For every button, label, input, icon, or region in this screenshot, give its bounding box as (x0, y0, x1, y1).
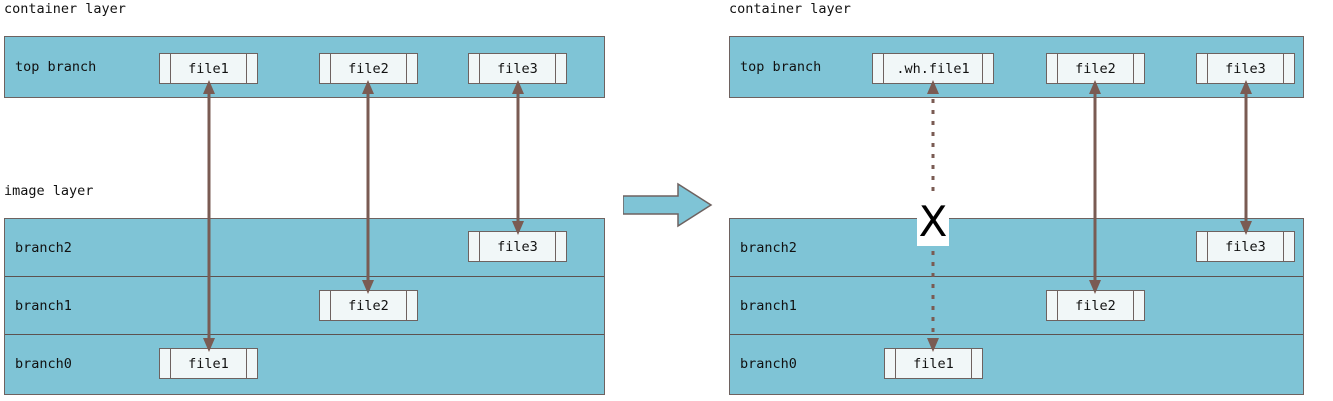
file-box-left-edge (1197, 232, 1208, 261)
file-box-label: file2 (1075, 297, 1116, 314)
file-box-right-edge (406, 54, 417, 83)
left-container-file-file1[interactable]: file1 (159, 53, 258, 84)
file-box-left-edge (885, 349, 896, 378)
file-box-right-edge (982, 54, 993, 83)
file-box-right-edge (555, 54, 566, 83)
right-branch1-row: branch1 (730, 277, 1303, 335)
file-box-left-edge (1047, 291, 1058, 320)
left-branch0-row: branch0 (5, 335, 604, 393)
left-image-layer-caption: image layer (4, 183, 94, 199)
whiteout-x-marker: X (917, 196, 949, 246)
file-box-label: file3 (497, 60, 538, 77)
file-box-left-edge (160, 54, 171, 83)
file-box-label: file3 (1225, 238, 1266, 255)
file-box-left-edge (320, 54, 331, 83)
right-container-file-file3[interactable]: file3 (1196, 53, 1295, 84)
transition-arrow (623, 182, 713, 228)
file-box-label: file1 (188, 355, 229, 372)
file-box-label: .wh.file1 (896, 60, 970, 77)
file-box-left-edge (320, 291, 331, 320)
left-branch0-file-file1[interactable]: file1 (159, 348, 258, 379)
left-branch1-file-file2[interactable]: file2 (319, 290, 418, 321)
file-box-left-edge (469, 232, 480, 261)
file-box-label: file2 (348, 60, 389, 77)
file-box-right-edge (1133, 54, 1144, 83)
right-container-file-wh-file1[interactable]: .wh.file1 (872, 53, 994, 84)
right-branch2-label: branch2 (740, 239, 797, 256)
right-container-file-file2[interactable]: file2 (1046, 53, 1145, 84)
file-box-left-edge (1047, 54, 1058, 83)
left-top-branch-label: top branch (15, 58, 97, 75)
left-branch2-file-file3[interactable]: file3 (468, 231, 567, 262)
left-branch0-label: branch0 (15, 356, 72, 372)
file-box-right-edge (246, 54, 257, 83)
file-box-label: file2 (1075, 60, 1116, 77)
left-image-layer-box: branch2 branch1 branch0 (4, 218, 605, 395)
left-branch1-label: branch1 (15, 297, 72, 314)
right-branch0-label: branch0 (740, 356, 797, 372)
right-container-layer-caption: container layer (729, 1, 851, 17)
file-box-right-edge (1283, 54, 1294, 83)
right-connector-file3 (1240, 80, 1252, 235)
file-box-label: file3 (497, 238, 538, 255)
file-box-left-edge (873, 54, 884, 83)
file-box-right-edge (971, 349, 982, 378)
file-box-right-edge (406, 291, 417, 320)
right-top-branch-label: top branch (740, 58, 822, 75)
file-box-right-edge (246, 349, 257, 378)
left-branch2-label: branch2 (15, 239, 72, 256)
left-branch2-row: branch2 (5, 219, 604, 277)
file-box-right-edge (1283, 232, 1294, 261)
file-box-left-edge (1197, 54, 1208, 83)
left-top-branch-row: top branch (5, 37, 604, 96)
right-branch0-row: branch0 (730, 335, 1303, 393)
left-container-file-file2[interactable]: file2 (319, 53, 418, 84)
file-box-right-edge (1133, 291, 1144, 320)
file-box-label: file1 (188, 60, 229, 77)
file-box-right-edge (555, 232, 566, 261)
left-container-file-file3[interactable]: file3 (468, 53, 567, 84)
file-box-label: file2 (348, 297, 389, 314)
file-box-left-edge (160, 349, 171, 378)
right-top-branch-row: top branch (730, 37, 1303, 96)
left-container-layer-caption: container layer (4, 1, 126, 17)
left-connector-file3 (512, 80, 524, 235)
file-box-left-edge (469, 54, 480, 83)
right-branch2-row: branch2 (730, 219, 1303, 277)
right-branch2-file-file3[interactable]: file3 (1196, 231, 1295, 262)
right-branch1-label: branch1 (740, 297, 797, 314)
file-box-label: file1 (913, 355, 954, 372)
right-branch0-file-file1[interactable]: file1 (884, 348, 983, 379)
left-branch1-row: branch1 (5, 277, 604, 335)
file-box-label: file3 (1225, 60, 1266, 77)
right-branch1-file-file2[interactable]: file2 (1046, 290, 1145, 321)
